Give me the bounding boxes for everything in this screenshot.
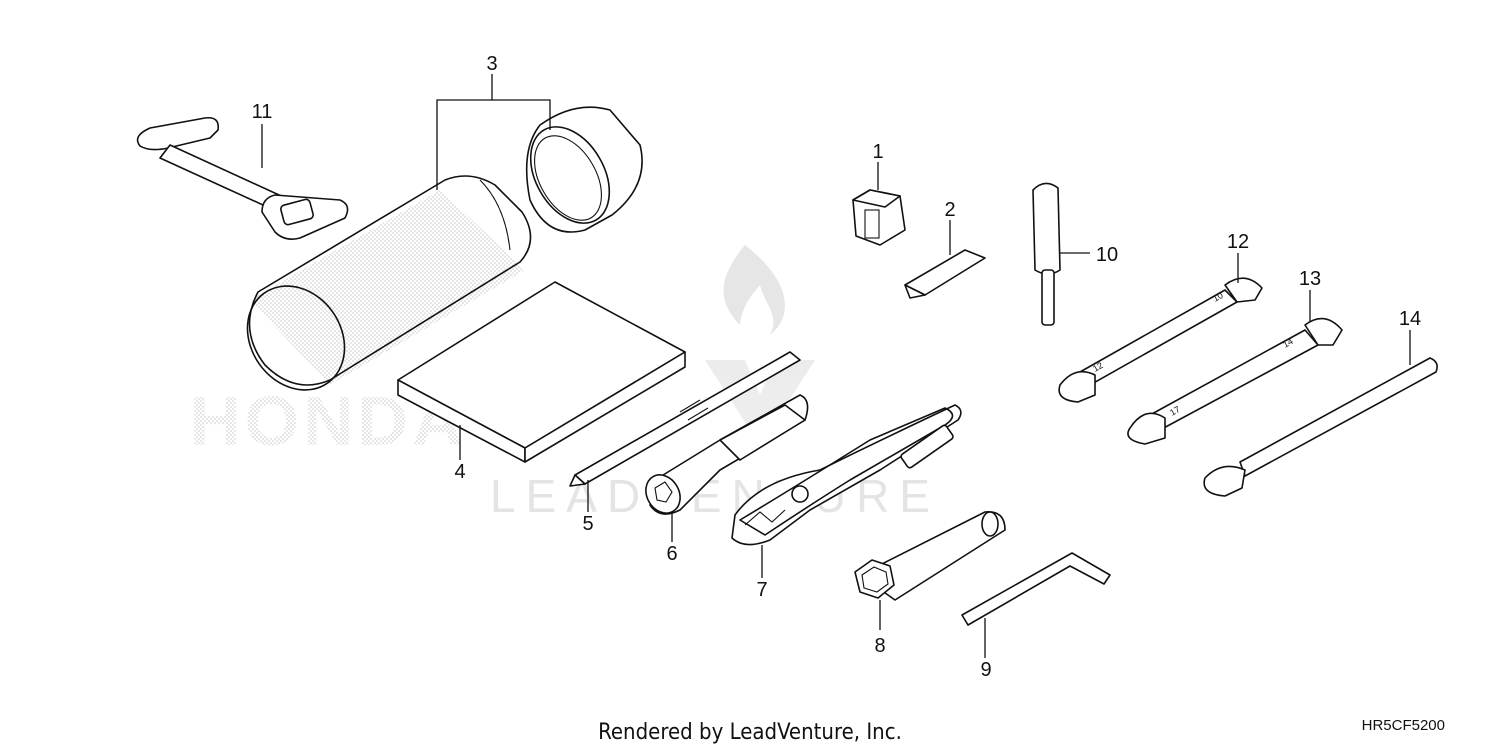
callout-6: 6: [666, 543, 677, 565]
callout-1: 1: [872, 141, 883, 163]
part-2-fuse-puller[interactable]: [904, 249, 986, 299]
part-7-pliers[interactable]: [731, 404, 962, 546]
wrench-13-mark-b: 17: [1168, 404, 1182, 418]
part-4-manual[interactable]: [397, 281, 686, 463]
callout-2: 2: [944, 199, 955, 221]
rendered-by-credit: Rendered by LeadVenture, Inc.: [598, 720, 902, 745]
wrench-12-mark-a: 10: [1211, 290, 1225, 304]
callout-13: 13: [1299, 268, 1321, 290]
callout-3: 3: [486, 53, 497, 75]
part-12-wrench[interactable]: 10 12: [1058, 277, 1263, 403]
part-6-screwdriver-handle[interactable]: [639, 394, 809, 519]
callout-14: 14: [1399, 308, 1421, 330]
part-9-hex-key[interactable]: [961, 552, 1111, 626]
part-11-strap[interactable]: [136, 116, 349, 240]
callout-10: 10: [1096, 244, 1118, 266]
callout-8: 8: [874, 635, 885, 657]
part-14-handle-bar[interactable]: [1203, 357, 1438, 497]
part-1-fuse[interactable]: [852, 189, 906, 246]
wrench-12-mark-b: 12: [1091, 360, 1105, 374]
part-5-screwdriver-bit[interactable]: [569, 351, 801, 487]
wrench-13-mark-a: 14: [1281, 336, 1295, 350]
callout-9: 9: [980, 659, 991, 681]
vendor-watermark: LEADVENTURE: [490, 470, 940, 522]
diagram-code: HR5CF5200: [1362, 717, 1445, 734]
part-13-wrench[interactable]: 14 17: [1127, 317, 1343, 445]
part-10-screwdriver-grip[interactable]: [1032, 182, 1061, 326]
callout-12: 12: [1227, 231, 1249, 253]
callout-7: 7: [756, 579, 767, 601]
callout-4: 4: [454, 461, 465, 483]
part-3-tool-tube[interactable]: [228, 106, 643, 409]
callout-11: 11: [252, 101, 273, 123]
vendor-logo-watermark: [705, 245, 815, 430]
callout-5: 5: [582, 513, 593, 535]
part-8-plug-wrench[interactable]: [854, 511, 1006, 601]
